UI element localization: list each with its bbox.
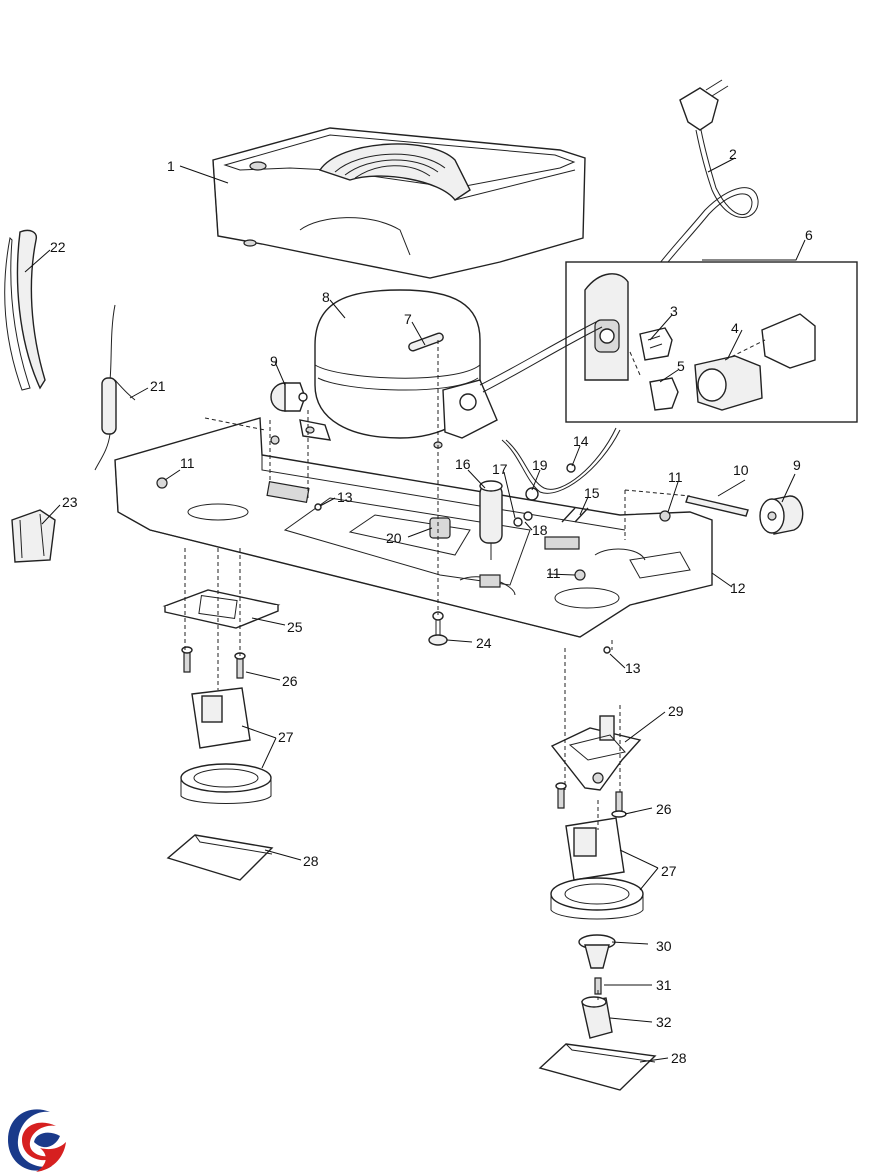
callout-9-left: 9 bbox=[270, 353, 278, 369]
callout-27-left: 27 bbox=[278, 729, 294, 745]
callout-3: 3 bbox=[670, 303, 678, 319]
callout-8: 8 bbox=[322, 289, 330, 305]
callout-labels: 1 2 6 3 4 5 7 8 9 9 10 11 11 11 12 13 13… bbox=[50, 146, 813, 1066]
callout-11-right: 11 bbox=[668, 469, 683, 485]
callout-16: 16 bbox=[455, 456, 471, 472]
callout-12: 12 bbox=[730, 580, 746, 596]
callout-2: 2 bbox=[729, 146, 737, 162]
callout-21: 21 bbox=[150, 378, 166, 394]
callout-26-right: 26 bbox=[656, 801, 672, 817]
callout-28-right: 28 bbox=[671, 1050, 687, 1066]
fan-motor-left bbox=[270, 382, 308, 412]
callout-14: 14 bbox=[573, 433, 589, 449]
callout-28-left: 28 bbox=[303, 853, 319, 869]
callout-26-left: 26 bbox=[282, 673, 298, 689]
callout-11-left: 11 bbox=[180, 455, 195, 471]
callout-27-right: 27 bbox=[661, 863, 677, 879]
base-plate bbox=[114, 417, 713, 638]
callout-13-bottom: 13 bbox=[625, 660, 641, 676]
callout-32: 32 bbox=[656, 1014, 672, 1030]
callout-29: 29 bbox=[668, 703, 684, 719]
compressor bbox=[299, 289, 603, 449]
power-cord bbox=[639, 79, 759, 293]
callout-31: 31 bbox=[656, 977, 672, 993]
tray-cover bbox=[212, 127, 586, 279]
clip-part bbox=[11, 509, 56, 563]
callout-10: 10 bbox=[733, 462, 749, 478]
plate-fittings bbox=[156, 427, 749, 654]
callout-18: 18 bbox=[532, 522, 548, 538]
brand-swirl-icon bbox=[4, 1109, 66, 1172]
relay-detail-inset bbox=[565, 261, 858, 423]
callout-20: 20 bbox=[386, 530, 402, 546]
callout-4: 4 bbox=[731, 320, 739, 336]
assembly-guide-lines bbox=[184, 340, 691, 1000]
fan-motor-right bbox=[759, 495, 804, 535]
callout-13-top: 13 bbox=[337, 489, 353, 505]
callout-11-bottom: 11 bbox=[546, 565, 561, 581]
callout-25: 25 bbox=[287, 619, 303, 635]
callout-7: 7 bbox=[404, 311, 412, 327]
callout-24: 24 bbox=[476, 635, 492, 651]
callout-22: 22 bbox=[50, 239, 66, 255]
callout-30: 30 bbox=[656, 938, 672, 954]
callout-23: 23 bbox=[62, 494, 78, 510]
callout-15: 15 bbox=[584, 485, 600, 501]
callout-leaders bbox=[24, 157, 806, 1063]
callout-5: 5 bbox=[677, 358, 685, 374]
callout-17: 17 bbox=[492, 461, 508, 477]
sensor-probe bbox=[94, 304, 136, 471]
callout-19: 19 bbox=[532, 457, 548, 473]
right-foot-assembly bbox=[538, 715, 657, 1091]
callout-1: 1 bbox=[167, 158, 175, 174]
callout-9-right: 9 bbox=[793, 457, 801, 473]
left-foot-assembly bbox=[162, 589, 281, 881]
callout-6: 6 bbox=[805, 227, 813, 243]
pin-part bbox=[428, 611, 448, 646]
rubber-strip bbox=[4, 229, 46, 391]
